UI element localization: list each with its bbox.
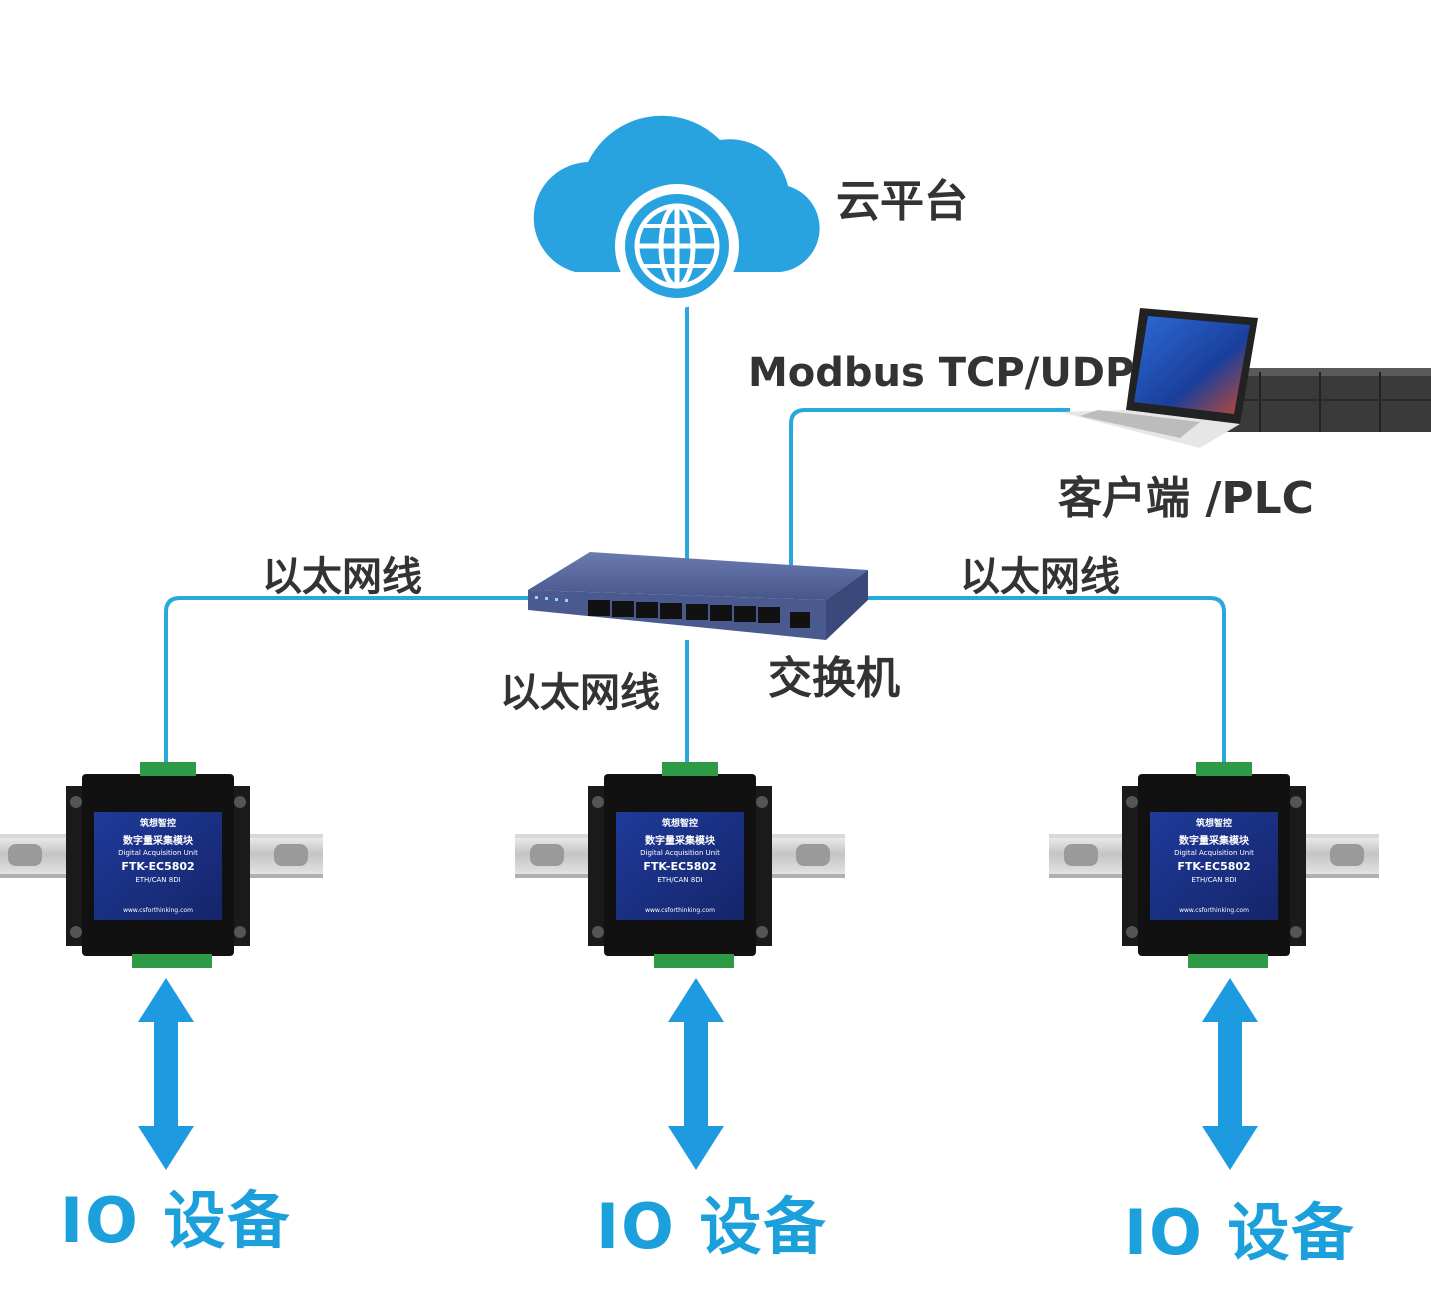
- module-spec: ETH/CAN 8DI: [1191, 876, 1236, 884]
- module-brand: 筑想智控: [662, 817, 698, 829]
- module-brand: 筑想智控: [1196, 817, 1232, 829]
- module-model: FTK-EC5802: [1177, 860, 1250, 873]
- bidirectional-arrow-icon-left: [138, 978, 194, 1170]
- module-title-en: Digital Acquisition Unit: [1174, 849, 1254, 857]
- switch-label: 交换机: [768, 653, 900, 704]
- module-url: www.csforthinking.com: [123, 907, 193, 914]
- bidirectional-arrow-icon-right: [1202, 978, 1258, 1170]
- client-plc-label: 客户端 /PLC: [1058, 473, 1314, 524]
- switch-to-left-module-line: [164, 596, 530, 765]
- module-title-cn: 数字量采集模块: [1179, 834, 1250, 847]
- module-title-cn: 数字量采集模块: [123, 834, 194, 847]
- module-title-en: Digital Acquisition Unit: [640, 849, 720, 857]
- module-model: FTK-EC5802: [121, 860, 194, 873]
- module-title-en: Digital Acquisition Unit: [118, 849, 198, 857]
- protocol-label: Modbus TCP/UDP: [748, 350, 1135, 396]
- io-module-left: 筑想智控 数字量采集模块 Digital Acquisition Unit FT…: [0, 762, 323, 968]
- connection-lines: [164, 300, 1226, 765]
- cloud-platform-label: 云平台: [836, 176, 968, 227]
- bidirectional-arrow-icon-center: [668, 978, 724, 1170]
- ethernet-cable-label-center: 以太网线: [500, 670, 660, 716]
- io-device-label-right: IO 设备: [1124, 1196, 1356, 1269]
- io-module-right: 筑想智控 数字量采集模块 Digital Acquisition Unit FT…: [1049, 762, 1379, 968]
- switch-to-client-line: [789, 408, 1070, 565]
- switch-to-right-module-line: [860, 596, 1226, 765]
- module-url: www.csforthinking.com: [1179, 907, 1249, 914]
- io-module-center: 筑想智控 数字量采集模块 Digital Acquisition Unit FT…: [515, 762, 845, 968]
- ethernet-cable-label-right: 以太网线: [960, 554, 1120, 600]
- module-title-cn: 数字量采集模块: [645, 834, 716, 847]
- laptop-plc-icon: [1060, 308, 1431, 448]
- module-spec: ETH/CAN 8DI: [135, 876, 180, 884]
- module-model: FTK-EC5802: [643, 860, 716, 873]
- module-brand: 筑想智控: [140, 817, 176, 829]
- module-url: www.csforthinking.com: [645, 907, 715, 914]
- network-switch-icon: [528, 552, 868, 640]
- io-device-label-center: IO 设备: [596, 1190, 828, 1263]
- cloud-globe-icon: [533, 115, 820, 308]
- module-spec: ETH/CAN 8DI: [657, 876, 702, 884]
- ethernet-cable-label-left: 以太网线: [262, 554, 422, 600]
- io-device-label-left: IO 设备: [60, 1184, 292, 1257]
